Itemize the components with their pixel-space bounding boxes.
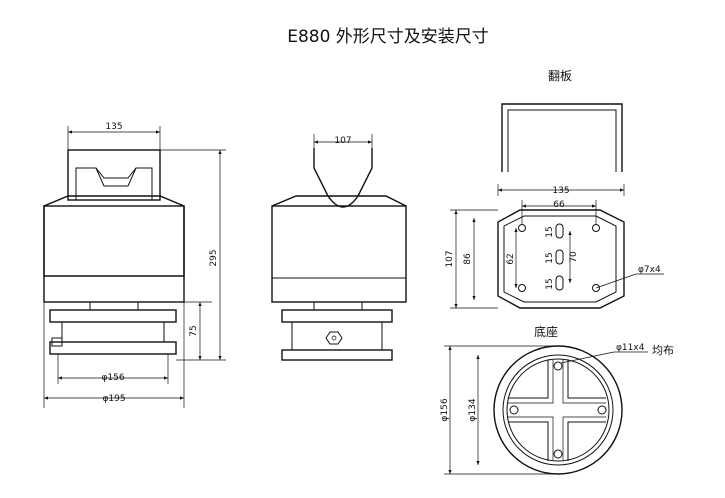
base-hole <box>553 449 563 459</box>
flap-slot <box>555 223 564 239</box>
base-cross <box>508 360 606 461</box>
front-funnel-outline <box>75 167 153 200</box>
flap-slot <box>555 275 564 291</box>
base-outer-ring <box>493 345 623 475</box>
front-base-plate <box>49 309 177 323</box>
flap-mounting-holes <box>518 224 600 292</box>
side-base-plate <box>281 309 393 323</box>
dim-flap-height: 107 <box>445 250 455 267</box>
dim-front-height: 295 <box>209 249 219 266</box>
flap-slot <box>555 249 564 265</box>
dim-base-outer-dia: φ156 <box>440 398 450 421</box>
front-load-cell <box>61 321 165 343</box>
dim-flap-width: 135 <box>552 186 569 196</box>
base-view: 底座 φ11x4 均布 φ156 φ134 <box>440 324 674 475</box>
base-inner-ring-2 <box>506 358 610 462</box>
dim-slot-c: 15 <box>545 278 555 289</box>
dim-base-inner-dia: φ134 <box>468 398 478 421</box>
base-hole-leader <box>560 351 615 364</box>
front-bottom-plate <box>49 341 177 355</box>
flap-plate <box>497 209 625 309</box>
front-connector <box>51 337 63 347</box>
side-body-top <box>271 195 407 208</box>
dim-front-lower: 75 <box>189 325 199 336</box>
base-hole-spec: φ11x4 <box>616 343 645 353</box>
side-nut-icon <box>325 331 343 345</box>
flap-bracket <box>501 103 623 172</box>
front-body <box>43 205 185 303</box>
flap-bracket-inner <box>507 109 617 172</box>
flap-hole <box>518 224 526 232</box>
dim-front-width: 135 <box>105 122 122 132</box>
flap-hole-spec: φ7x4 <box>638 265 661 275</box>
drawing-title: E880 外形尺寸及安装尺寸 <box>287 27 489 47</box>
front-body-top <box>43 195 185 277</box>
front-funnel-neck <box>95 167 137 187</box>
base-inner-ring <box>502 354 614 466</box>
dim-slot-b: 15 <box>545 252 555 263</box>
base-hole <box>553 361 563 371</box>
base-hole <box>509 405 519 415</box>
side-funnel <box>313 148 373 197</box>
base-label: 底座 <box>534 324 558 339</box>
dim-base-inner: φ156 <box>101 373 124 383</box>
side-nut-hole <box>331 335 337 341</box>
flap-hole-leader <box>595 273 637 289</box>
dim-flap-holes: 66 <box>553 200 565 210</box>
dim-flap-pitch: 62 <box>506 253 516 264</box>
side-body <box>271 205 407 303</box>
flap-hole <box>592 224 600 232</box>
flap-label: 翻板 <box>548 69 572 83</box>
flap-plate-inner <box>503 215 617 303</box>
flap-view: 翻板 135 66 107 86 <box>445 69 664 309</box>
side-view: 107 <box>271 134 407 361</box>
dim-side-neck: 107 <box>334 136 351 146</box>
front-view: 135 295 75 φ156 φ195 <box>43 122 226 408</box>
side-load-cell <box>291 321 383 351</box>
dim-slot-span: 70 <box>569 251 579 263</box>
base-hole-note: 均布 <box>652 344 674 357</box>
dim-flap-inner: 86 <box>463 253 473 265</box>
side-neck <box>313 301 363 311</box>
base-mounting-holes <box>509 361 607 459</box>
base-hole <box>597 405 607 415</box>
flap-hole <box>592 284 600 292</box>
front-top-frame <box>67 149 161 201</box>
dim-base-outer: φ195 <box>102 394 125 404</box>
flap-hole <box>518 284 526 292</box>
side-bottom-plate <box>281 349 393 361</box>
front-neck <box>89 301 139 311</box>
dim-slot-a: 15 <box>545 226 555 237</box>
